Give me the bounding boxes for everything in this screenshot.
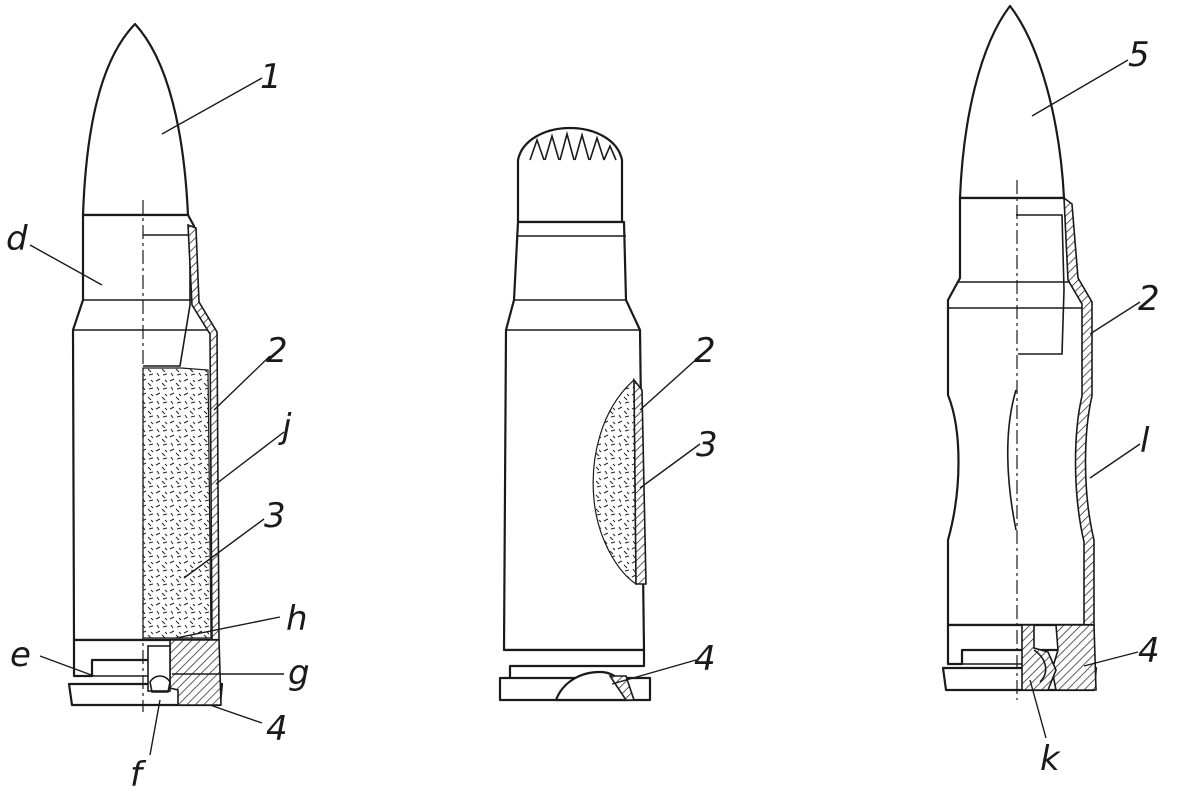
label-c1-g: g [288, 653, 310, 693]
bullet-1 [81, 22, 190, 217]
label-c1-bullet: 1 [260, 57, 282, 97]
label-c2-powder: 3 [696, 425, 718, 465]
powder-2 [592, 378, 637, 586]
label-c1-h: h [286, 599, 308, 639]
label-c1-primer: 4 [266, 709, 288, 749]
label-c1-powder: 3 [264, 496, 286, 536]
primer-3 [1021, 624, 1057, 691]
case-wall-2 [633, 377, 647, 585]
label-c1-j: j [278, 407, 292, 447]
label-c1-case: 2 [266, 331, 288, 371]
bullet-3 [958, 4, 1066, 200]
star-crimp-2 [516, 126, 624, 224]
label-c3-l: l [1140, 421, 1150, 461]
powder-1 [142, 367, 212, 639]
cartridge-1: 1 d 2 j 3 h e g 4 f [6, 22, 310, 792]
label-c1-d: d [6, 219, 28, 259]
primer-1 [147, 645, 171, 692]
label-c3-bullet: 5 [1128, 35, 1150, 75]
label-c3-k: k [1040, 739, 1061, 779]
cartridge-3: 5 2 l 4 k [941, 4, 1160, 779]
label-c3-case: 2 [1138, 279, 1160, 319]
label-c3-primer: 4 [1138, 631, 1160, 671]
label-c1-f: f [130, 755, 147, 792]
label-c2-primer: 4 [694, 639, 716, 679]
head-1 [169, 639, 222, 706]
label-c2-case: 2 [694, 331, 716, 371]
label-c1-e: e [10, 635, 31, 675]
head-3 [1051, 624, 1097, 691]
cartridge-2: 2 3 4 [498, 126, 718, 702]
